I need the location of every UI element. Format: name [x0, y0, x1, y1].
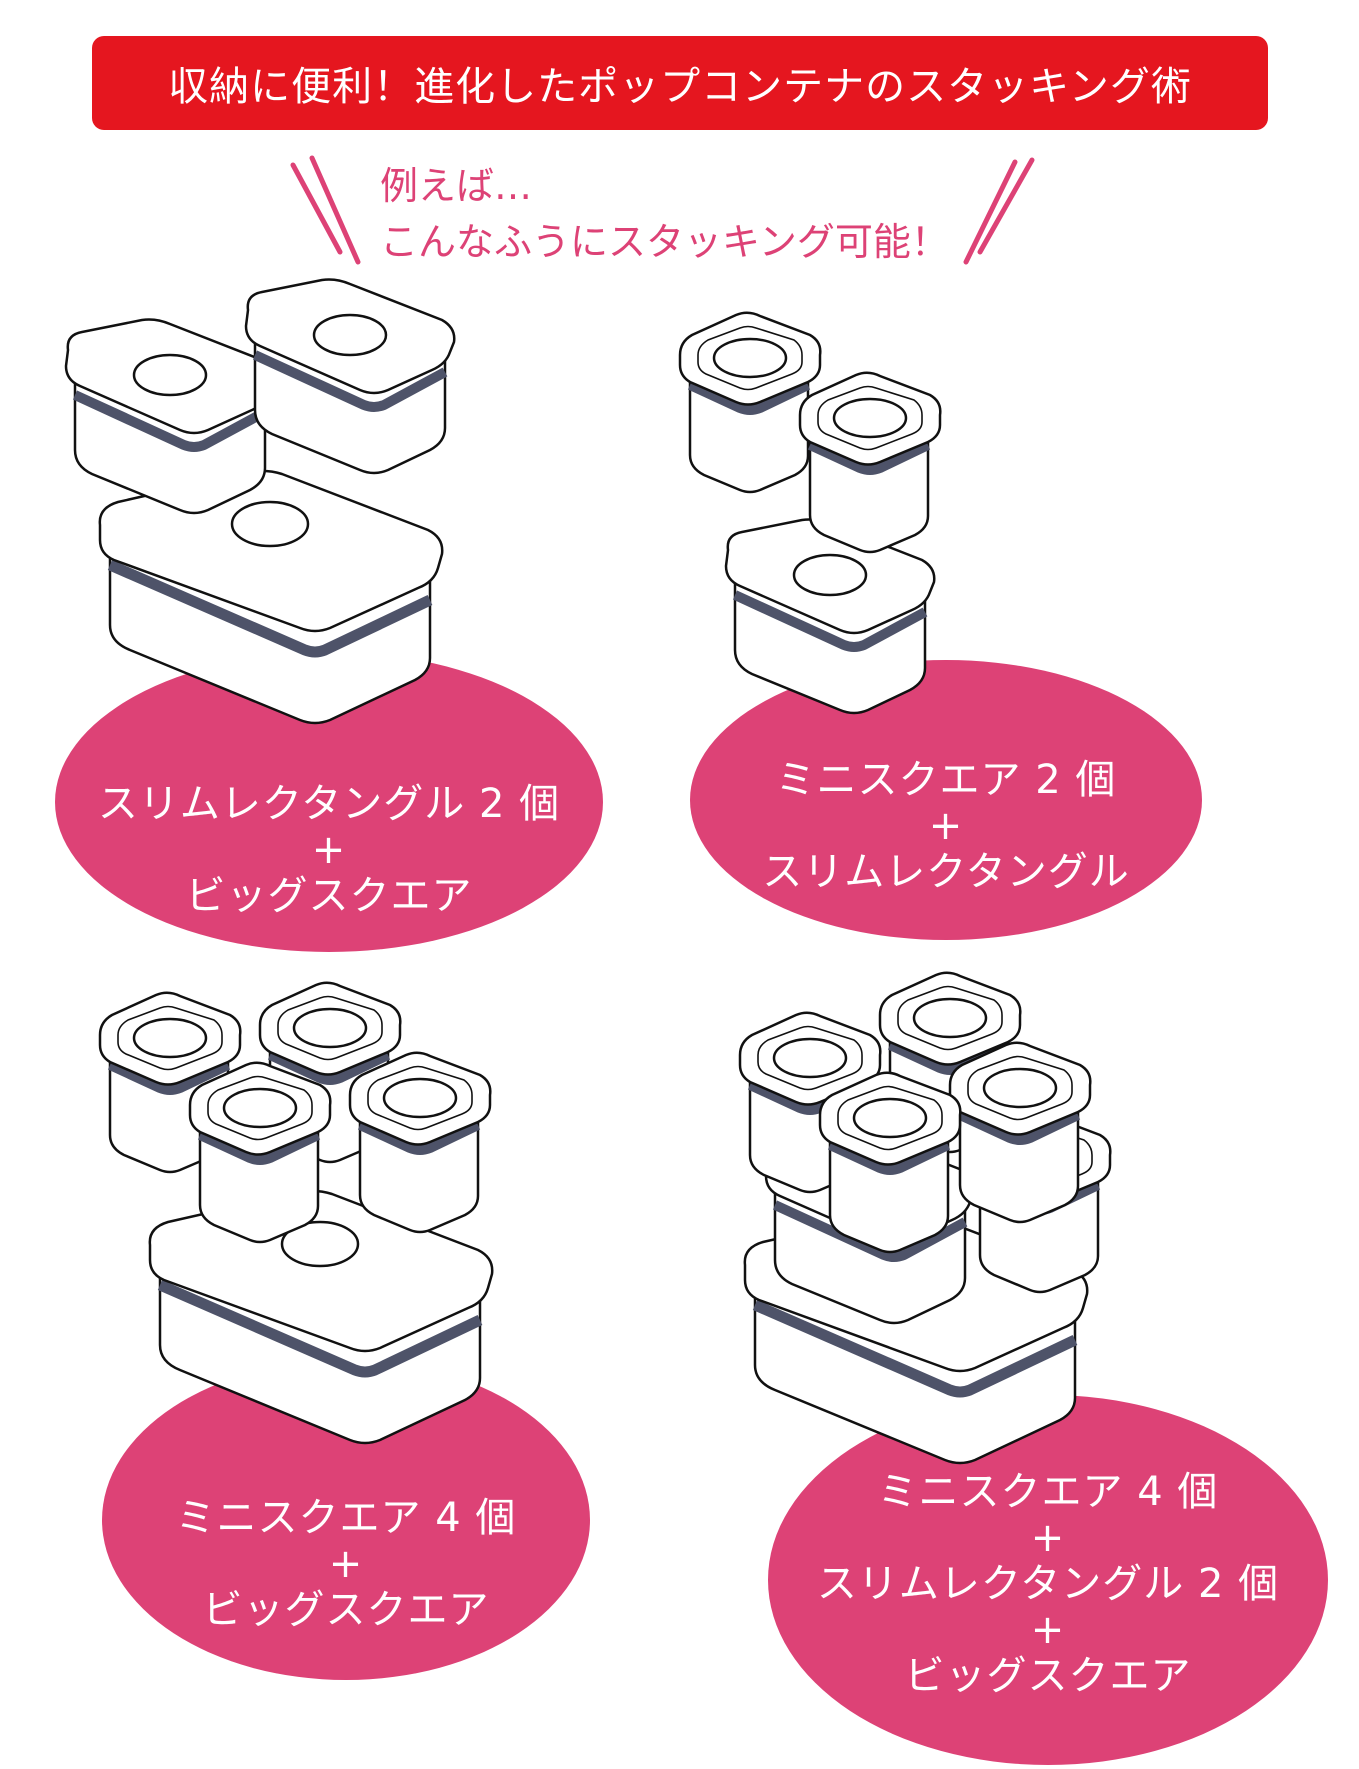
combo-2-illustration	[680, 313, 940, 713]
combo-4-plus: +	[1030, 1515, 1066, 1561]
combo-4-illustration	[740, 973, 1110, 1463]
banner-title: 収納に便利！進化したポップコンテナのスタッキング術	[168, 64, 1192, 110]
combo-2-label: ミニスクエア 2 個 + スリムレクタングル	[690, 752, 1202, 900]
combo-4-ellipse	[768, 1395, 1328, 1765]
combo-4-line-1: ミニスクエア 4 個	[877, 1469, 1219, 1515]
combo-4-line-2: スリムレクタングル 2 個	[816, 1561, 1280, 1607]
combo-4-plus-2: +	[1030, 1607, 1066, 1653]
combo-2-line-1: ミニスクエア 2 個	[775, 757, 1117, 803]
combo-2-line-2: スリムレクタングル	[762, 849, 1130, 895]
combo-2-plus: +	[928, 803, 964, 849]
combo-1-line-1: スリムレクタングル 2 個	[97, 781, 561, 827]
combo-3-label: ミニスクエア 4 個 + ビッグスクエア	[102, 1490, 590, 1638]
combo-4-line-3: ビッグスクエア	[904, 1653, 1192, 1699]
combo-1-line-2: ビッグスクエア	[185, 873, 473, 919]
combo-3-line-1: ミニスクエア 4 個	[175, 1495, 517, 1541]
intro-text: 例えば… こんなふうにスタッキング可能！	[380, 158, 949, 270]
combo-3-plus: +	[328, 1541, 364, 1587]
intro-line-2: こんなふうにスタッキング可能！	[380, 220, 949, 264]
combo-4-label: ミニスクエア 4 個 + スリムレクタングル 2 個 + ビッグスクエア	[768, 1464, 1328, 1704]
intro-line-1: 例えば…	[380, 164, 533, 208]
combo-1-plus: +	[311, 827, 347, 873]
combo-3-illustration	[100, 983, 492, 1443]
combo-2-ellipse	[690, 660, 1202, 940]
combo-1-illustration	[66, 280, 454, 724]
combo-1-label: スリムレクタングル 2 個 + ビッグスクエア	[55, 776, 603, 924]
combo-3-line-2: ビッグスクエア	[202, 1587, 490, 1633]
title-banner: 収納に便利！進化したポップコンテナのスタッキング術	[92, 36, 1268, 130]
